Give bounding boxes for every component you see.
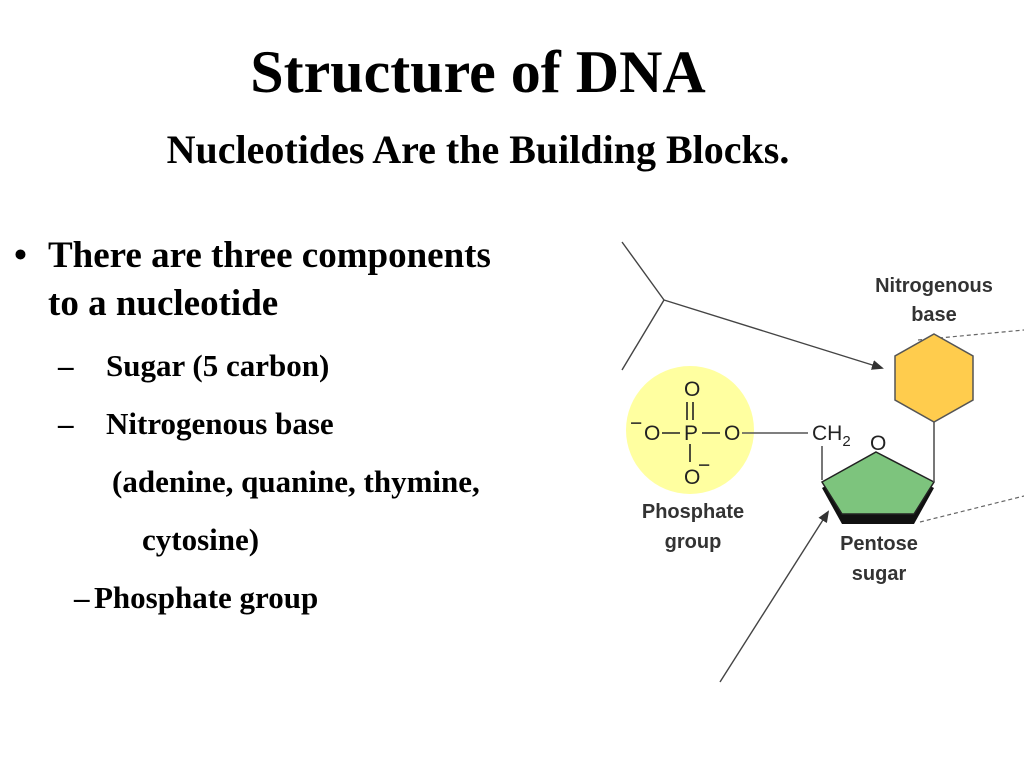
sub-bullet-phosphate-text: Phosphate group — [94, 580, 319, 615]
charge-left: − — [630, 412, 642, 435]
sub-bullet-base: – Nitrogenous base — [14, 404, 614, 444]
sub-bullet-sugar-text: Sugar (5 carbon) — [106, 348, 330, 383]
sub-bullet-sugar: – Sugar (5 carbon) — [14, 346, 614, 386]
bullet-dot: • — [14, 235, 27, 276]
bullet-list: • There are three components to a nucleo… — [14, 232, 614, 618]
phosphate-label-line1: Phosphate — [642, 501, 744, 523]
charge-bottom: − — [698, 454, 710, 477]
sub-bullet-dash: – — [74, 580, 90, 615]
phosphate-circle — [626, 366, 754, 494]
sugar-label-line1: Pentose — [840, 533, 918, 555]
sub-bullet-base-text: Nitrogenous base — [106, 406, 334, 441]
atom-o-left: O — [644, 422, 660, 445]
slide-title: Structure of DNA — [250, 39, 706, 105]
arrow-to-sugar — [719, 510, 830, 683]
sugar-pentagon — [820, 451, 936, 515]
base-hexagon — [894, 333, 974, 423]
atom-o-top: O — [684, 378, 700, 401]
sub-bullet-phosphate: – Phosphate group — [14, 578, 614, 618]
bullet-main-line1: There are three components — [48, 235, 491, 276]
base-detail-line2: cytosine) — [142, 522, 260, 557]
sugar-label-line2: sugar — [852, 563, 907, 585]
arrow-to-base — [663, 299, 884, 370]
bullet-main-line2: to a nucleotide — [48, 283, 279, 324]
ch2-label: CH2 — [812, 422, 851, 450]
phosphate-label-line2: group — [665, 531, 722, 553]
base-detail-line1: (adenine, quanine, thymine, — [112, 464, 480, 499]
atom-o-right: O — [724, 422, 740, 445]
atom-p: P — [684, 422, 698, 445]
dashed-line-bottom — [919, 495, 1024, 523]
slide-subtitle: Nucleotides Are the Building Blocks. — [166, 127, 790, 172]
base-label-line1: Nitrogenous — [875, 275, 993, 297]
bullet-main: • There are three components to a nucleo… — [14, 232, 614, 328]
sub-bullet-dash: – — [58, 406, 74, 441]
base-label-line2: base — [911, 304, 957, 326]
atom-o-bottom: O — [684, 466, 700, 489]
bracket-line — [621, 241, 665, 371]
nucleotide-diagram: O − O P O O − CH2 O Nitrogenous base Pho… — [621, 241, 1024, 683]
sub-bullet-dash: – — [58, 348, 74, 383]
ring-o-label: O — [870, 432, 886, 455]
